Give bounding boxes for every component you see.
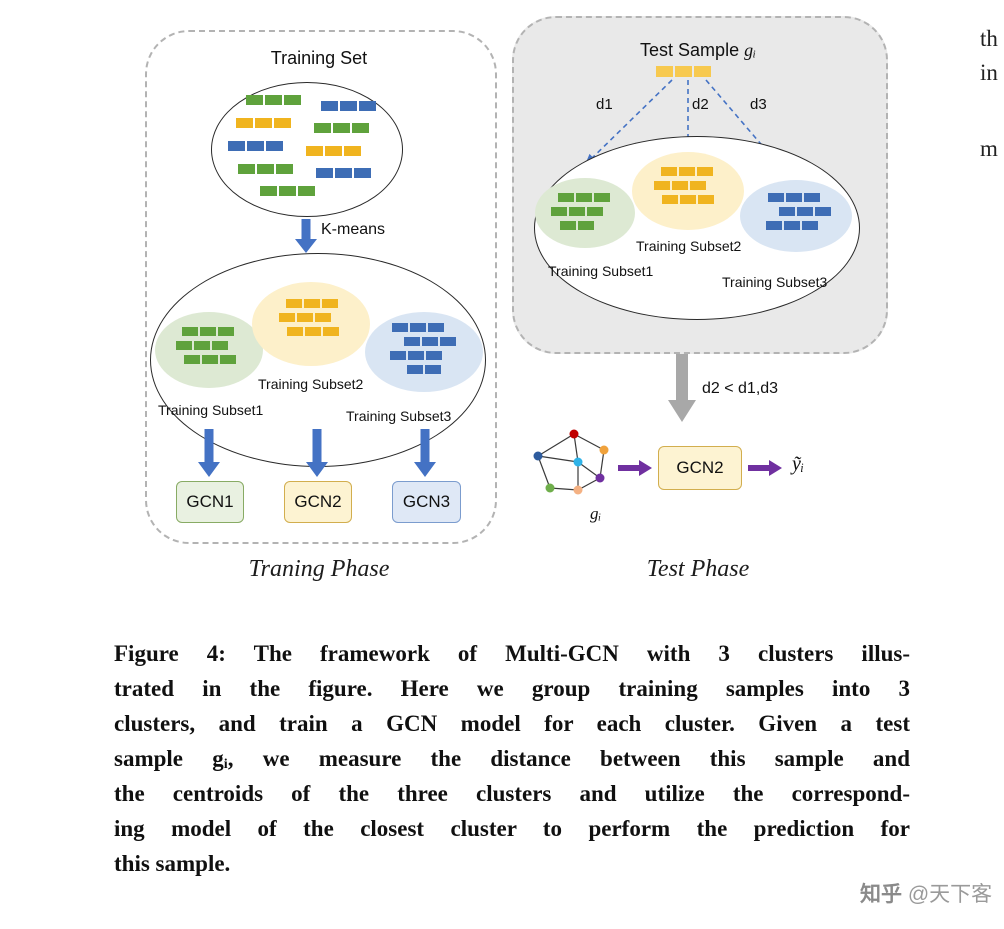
d1-label: d1 (596, 96, 613, 113)
subset2-label-training: Training Subset2 (258, 376, 364, 392)
caption-line: clusters, and train a GCN model for each… (114, 711, 910, 736)
cluster3-bars (404, 337, 456, 346)
subset1-label-test: Training Subset1 (548, 263, 654, 279)
graph-to-gcn-arrow (618, 460, 652, 476)
sample-bars-yellow (306, 146, 361, 156)
test-phase-label: Test Phase (646, 556, 750, 582)
gcn-to-output-arrow (748, 460, 782, 476)
cluster3-bars (392, 323, 444, 332)
side-text-fragment: in (980, 60, 998, 85)
test-graph (533, 429, 609, 495)
cluster1-ellipse (155, 312, 263, 388)
cluster2-bars (279, 313, 331, 322)
training-phase-label: Traning Phase (248, 556, 390, 582)
selection-arrow (668, 354, 696, 422)
gcn2-box: GCN2 (284, 481, 352, 523)
subset2-label-test: Training Subset2 (636, 238, 742, 254)
gcn2-test-box: GCN2 (658, 446, 742, 490)
cluster3-bars-test (779, 207, 831, 216)
cluster3-bars-test (768, 193, 820, 202)
watermark-user: @天下客 (907, 883, 993, 906)
prediction-output-label: ỹᵢ (792, 453, 805, 475)
cluster2-ellipse-test (632, 152, 744, 230)
subset3-label-training: Training Subset3 (346, 408, 452, 424)
cluster1-bars-test (560, 221, 594, 230)
cluster3-bars (407, 365, 441, 374)
sample-bars-blue (316, 168, 371, 178)
gcn3-box: GCN3 (392, 481, 461, 523)
cluster2-ellipse (252, 282, 370, 366)
caption-line: ing model of the closest cluster to perf… (114, 816, 910, 841)
sample-bars-green (238, 164, 293, 174)
kmeans-label: K-means (321, 221, 386, 238)
cluster3-bars (390, 351, 442, 360)
d3-label: d3 (750, 96, 767, 113)
subset1-label-training: Training Subset1 (158, 402, 264, 418)
sample-bars-blue (228, 141, 283, 151)
kmeans-arrow (295, 219, 317, 253)
distance-condition-label: d2 < d1,d3 (702, 380, 779, 397)
side-text-fragment: m (980, 136, 998, 161)
test-sample-g-symbol: gᵢ (744, 40, 756, 60)
side-text-fragment: th (980, 26, 998, 51)
cluster2-bars (287, 327, 339, 336)
cluster2-bars-test (654, 181, 706, 190)
arrow-to-gcn3 (414, 429, 436, 477)
test-sample-title-text: Test Sample (640, 40, 740, 60)
cluster1-bars (176, 341, 228, 350)
watermark: 知乎 @天下客 (860, 878, 992, 908)
cluster1-bars (184, 355, 236, 364)
arrow-to-gcn1 (198, 429, 220, 477)
caption-line: the centroids of the three clusters and … (114, 781, 910, 806)
subset3-label-test: Training Subset3 (722, 274, 828, 290)
d2-label: d2 (692, 96, 709, 113)
gcn1-box: GCN1 (176, 481, 244, 523)
training-set-title: Training Set (270, 48, 368, 68)
arrow-to-gcn2 (306, 429, 328, 477)
cluster2-bars-test (661, 167, 713, 176)
test-sample-title: Test Sample gᵢ (512, 40, 884, 61)
caption-line: this sample. (114, 851, 231, 876)
sample-bars-green (260, 186, 315, 196)
cluster2-bars (286, 299, 338, 308)
cluster1-bars (182, 327, 234, 336)
figure-caption: Figure 4: The framework of Multi-GCN wit… (114, 636, 910, 881)
watermark-brand: 知乎 (860, 883, 902, 906)
sample-bars-blue (321, 101, 376, 111)
test-graph-label: gᵢ (590, 504, 602, 523)
test-sample-bars (656, 66, 711, 77)
caption-line: trated in the figure. Here we group trai… (114, 676, 910, 701)
caption-line: Figure 4: The framework of Multi-GCN wit… (114, 641, 910, 666)
sample-bars-green (246, 95, 301, 105)
cluster2-bars-test (662, 195, 714, 204)
cluster1-bars-test (551, 207, 603, 216)
sample-bars-yellow (236, 118, 291, 128)
cluster3-bars-test (766, 221, 818, 230)
caption-line: sample gᵢ, we measure the distance betwe… (114, 746, 910, 771)
cluster1-bars-test (558, 193, 610, 202)
cluster3-ellipse-test (740, 180, 852, 252)
sample-bars-green (314, 123, 369, 133)
